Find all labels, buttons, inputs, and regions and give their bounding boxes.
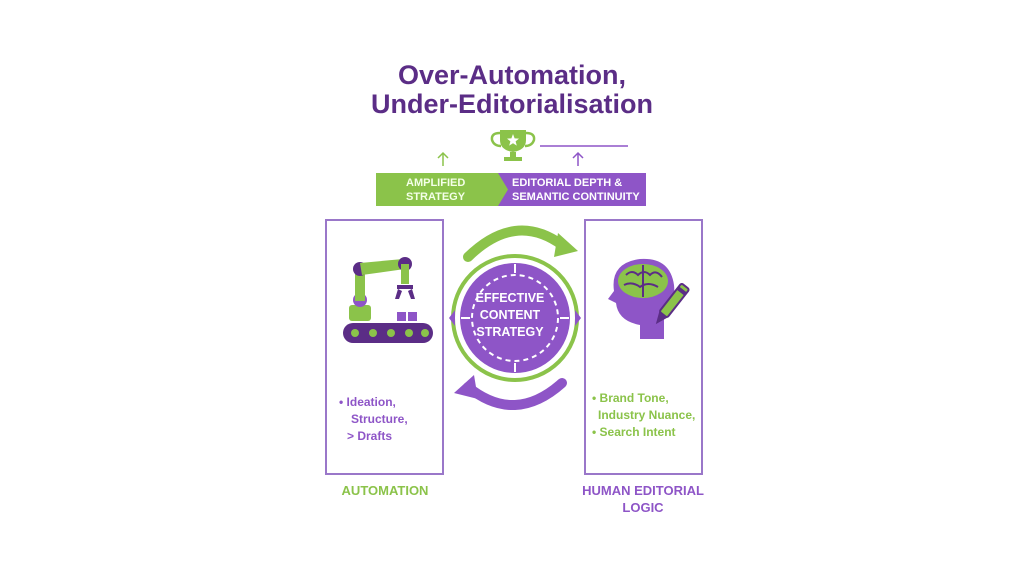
title-line-2: Under-Editorialisation	[370, 89, 654, 119]
content-strategy-cycle	[449, 225, 581, 411]
human-editorial-panel: • Brand Tone, Industry Nuance, • Search …	[584, 219, 703, 475]
cycle-arrow-icon-bottom	[463, 378, 567, 411]
automation-item-structure: Structure,	[351, 412, 408, 426]
banner-amplified-strategy: AMPLIFIED STRATEGY	[376, 173, 508, 206]
human-item-industry-nuance: Industry Nuance,	[598, 408, 696, 422]
trophy-icon	[490, 130, 536, 161]
automation-item-drafts: > Drafts	[347, 429, 393, 443]
automation-item-ideation: • Ideation,	[339, 395, 396, 409]
effective-content-strategy-label: EFFECTIVE CONTENT STRATEGY	[455, 290, 565, 341]
cycle-arrow-icon-top	[463, 225, 567, 262]
human-caption-line-1: HUMAN EDITORIAL	[582, 483, 704, 498]
automation-panel: • Ideation, Structure, > Drafts	[325, 219, 444, 475]
human-list: • Brand Tone, Industry Nuance, • Search …	[592, 390, 695, 441]
pen-icon	[655, 283, 690, 325]
automation-caption: AUTOMATION	[341, 483, 429, 498]
human-item-brand-tone: • Brand Tone,	[592, 391, 669, 405]
human-editorial-caption: HUMAN EDITORIAL LOGIC	[563, 482, 723, 516]
banner-left-line-1: AMPLIFIED	[406, 176, 466, 189]
banner-left-line-2: STRATEGY	[406, 190, 466, 203]
banner-right-line-1: EDITORIAL DEPTH &	[512, 176, 623, 189]
center-line-3: STRATEGY	[476, 325, 544, 339]
human-item-search-intent: • Search Intent	[592, 425, 676, 439]
title-line-1: Over-Automation,	[397, 60, 626, 90]
banner-right-line-2: SEMANTIC CONTINUITY	[512, 190, 640, 203]
up-arrow-icon-left	[437, 151, 449, 166]
robot-arm-icon	[343, 257, 433, 343]
human-caption-line-2: LOGIC	[622, 500, 664, 515]
banner-chevron	[496, 173, 508, 206]
up-arrow-icon-right	[572, 151, 584, 166]
automation-list: • Ideation, Structure, > Drafts	[339, 394, 408, 445]
banner-editorial-depth: EDITORIAL DEPTH & SEMANTIC CONTINUITY	[498, 173, 646, 206]
center-line-1: EFFECTIVE	[475, 291, 545, 305]
center-line-2: CONTENT	[479, 308, 541, 322]
